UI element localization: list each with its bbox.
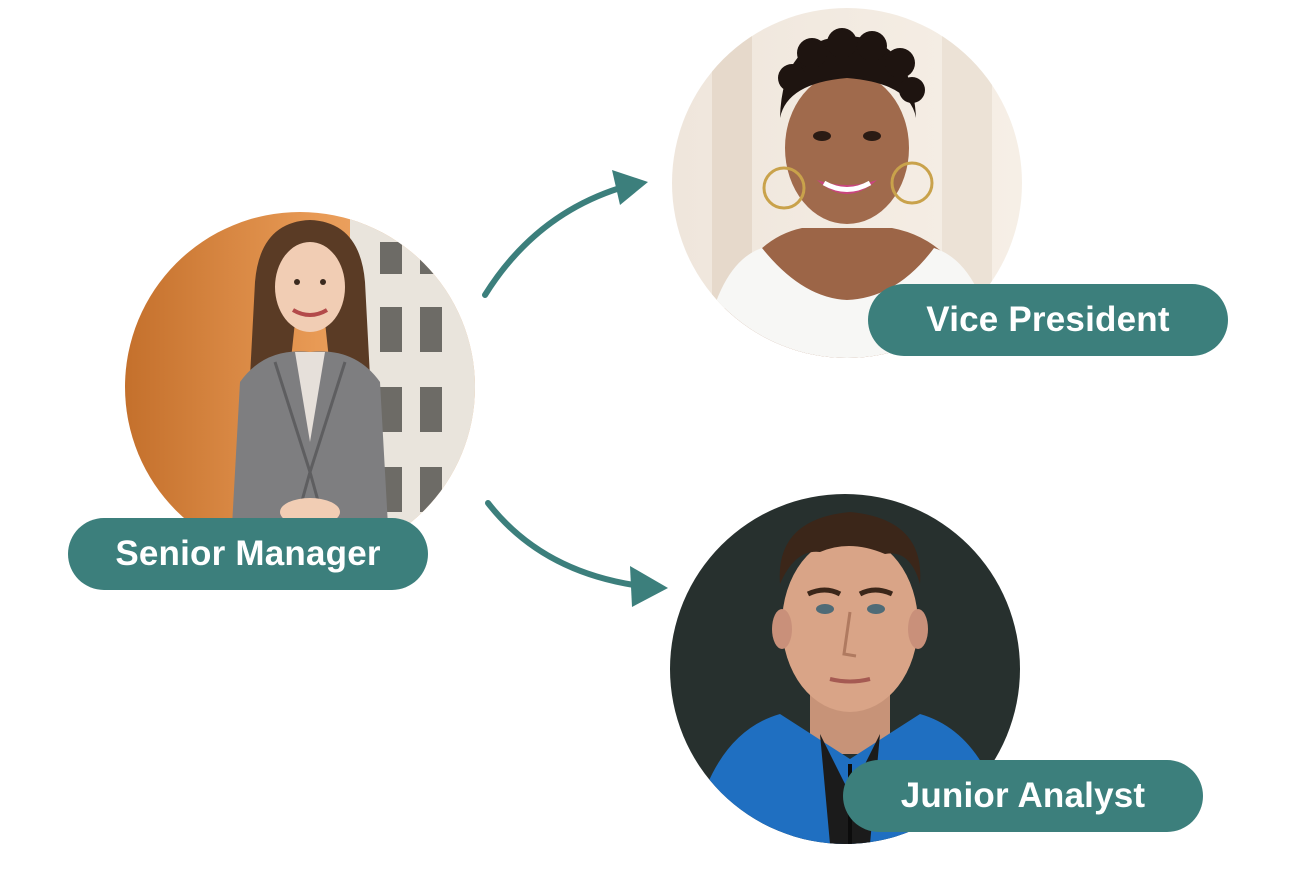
junior-analyst-label-text: Junior Analyst <box>900 776 1146 815</box>
vice-president-label-text: Vice President <box>926 300 1170 339</box>
junior-analyst-label: Junior Analyst <box>843 760 1203 832</box>
vice-president-label: Vice President <box>868 284 1228 356</box>
curved-arrow-down-icon <box>485 500 668 607</box>
senior-manager-label: Senior Manager <box>68 518 428 590</box>
senior-manager-label-text: Senior Manager <box>115 534 381 573</box>
curved-arrow-up-icon <box>482 170 648 298</box>
senior-manager-photo <box>125 212 475 562</box>
